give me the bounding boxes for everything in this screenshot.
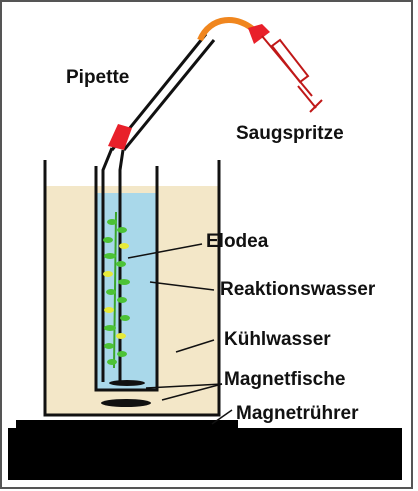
magnetic-stirrer <box>8 428 402 480</box>
pipette-shaft-left <box>101 147 114 382</box>
pointer-magnetfische-1 <box>145 383 223 389</box>
pointer-kuehlwasser <box>175 339 215 353</box>
stirrer-top-plate <box>16 420 238 432</box>
label-reaktionswasser: Reaktionswasser <box>220 279 376 300</box>
pointer-elodea <box>127 243 203 259</box>
pipette-red-tip <box>108 124 132 150</box>
label-kuehlwasser: Kühlwasser <box>224 329 331 350</box>
elodea-plant <box>103 211 130 369</box>
syringe <box>248 24 323 113</box>
label-pipette: Pipette <box>66 67 130 88</box>
label-saugspritze: Saugspritze <box>236 123 344 144</box>
label-magnetruehrer: Magnetrührer <box>236 403 359 424</box>
stir-bar-inner <box>109 380 145 386</box>
pointer-reaktionswasser <box>149 281 215 291</box>
pointer-magnetfische-2 <box>161 383 223 401</box>
outer-beaker <box>43 160 221 417</box>
inner-tube <box>94 166 159 392</box>
reaction-water <box>96 193 156 390</box>
connection-tubing <box>197 17 259 42</box>
label-magnetfische: Magnetfische <box>224 369 346 390</box>
pipette-shaft-right <box>118 149 125 382</box>
pointer-magnetruehrer <box>211 409 233 425</box>
stir-bar-outer <box>101 399 151 407</box>
label-elodea: Elodea <box>206 231 269 252</box>
